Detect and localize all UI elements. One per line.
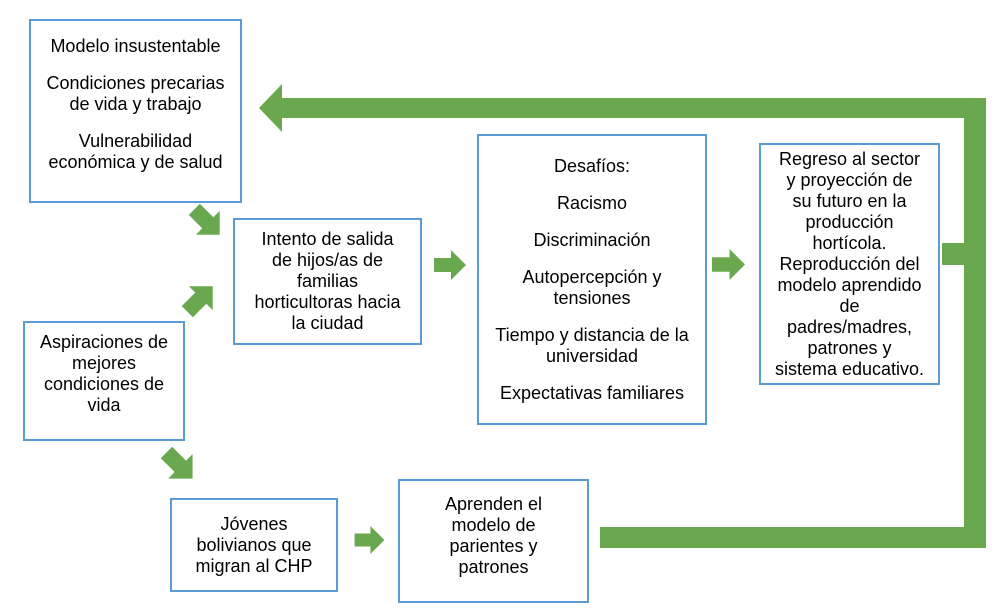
feedback-arrow-bottom-segment	[600, 527, 986, 548]
arrow-jovenes-to-aprenden-icon	[352, 526, 387, 554]
box-desafios-item-autopercepcion: Autopercepción y tensiones	[522, 266, 662, 308]
box-aprenden-modelo: Aprenden el modelo de parientes y patron…	[398, 479, 589, 603]
box-jovenes-text: Jóvenes bolivianos que migran al CHP	[195, 513, 313, 576]
box-desafios-title: Desafíos:	[553, 155, 631, 176]
box-modelo-paragraph-1: Modelo insustentable	[50, 36, 221, 56]
box-desafios-item-racismo: Racismo	[556, 192, 627, 213]
arrow-aspiraciones-to-jovenes-icon	[160, 446, 198, 484]
arrow-aspiraciones-to-intento-icon	[181, 281, 218, 318]
box-intento-text: Intento de salida de hijos/as de familia…	[254, 229, 401, 333]
box-intento-salida: Intento de salida de hijos/as de familia…	[233, 218, 422, 345]
box-aspiraciones-text: Aspiraciones de mejores condiciones de v…	[39, 332, 169, 415]
feedback-connector-regreso-stub	[942, 243, 966, 265]
box-desafios-item-discriminacion: Discriminación	[533, 229, 651, 250]
box-regreso-text: Regreso al sector y proyección de su fut…	[774, 148, 925, 379]
box-desafios-item-tiempo-distancia: Tiempo y distancia de la universidad	[495, 324, 689, 366]
box-desafios-item-expectativas: Expectativas familiares	[499, 382, 685, 403]
arrow-intento-to-desafios-icon	[434, 249, 466, 281]
arrow-desafios-to-regreso-icon	[712, 249, 745, 280]
feedback-arrow-right-segment	[964, 98, 986, 548]
box-regreso-sector: Regreso al sector y proyección de su fut…	[759, 143, 940, 385]
box-modelo-insustentable: Modelo insustentable Condiciones precari…	[29, 19, 242, 203]
box-desafios: Desafíos: Racismo Discriminación Autoper…	[477, 134, 707, 425]
box-aspiraciones: Aspiraciones de mejores condiciones de v…	[23, 321, 185, 441]
box-aprenden-text: Aprenden el modelo de parientes y patron…	[444, 494, 543, 577]
box-jovenes-bolivianos: Jóvenes bolivianos que migran al CHP	[170, 498, 338, 592]
box-modelo-paragraph-2: Condiciones precarias de vida y trabajo	[46, 73, 225, 114]
feedback-arrowhead-left-icon	[259, 84, 282, 132]
box-modelo-paragraph-3: Vulnerabilidad económica y de salud	[48, 131, 223, 172]
feedback-arrow-top-segment	[280, 98, 985, 118]
arrow-modelo-to-intento-icon	[188, 203, 225, 240]
